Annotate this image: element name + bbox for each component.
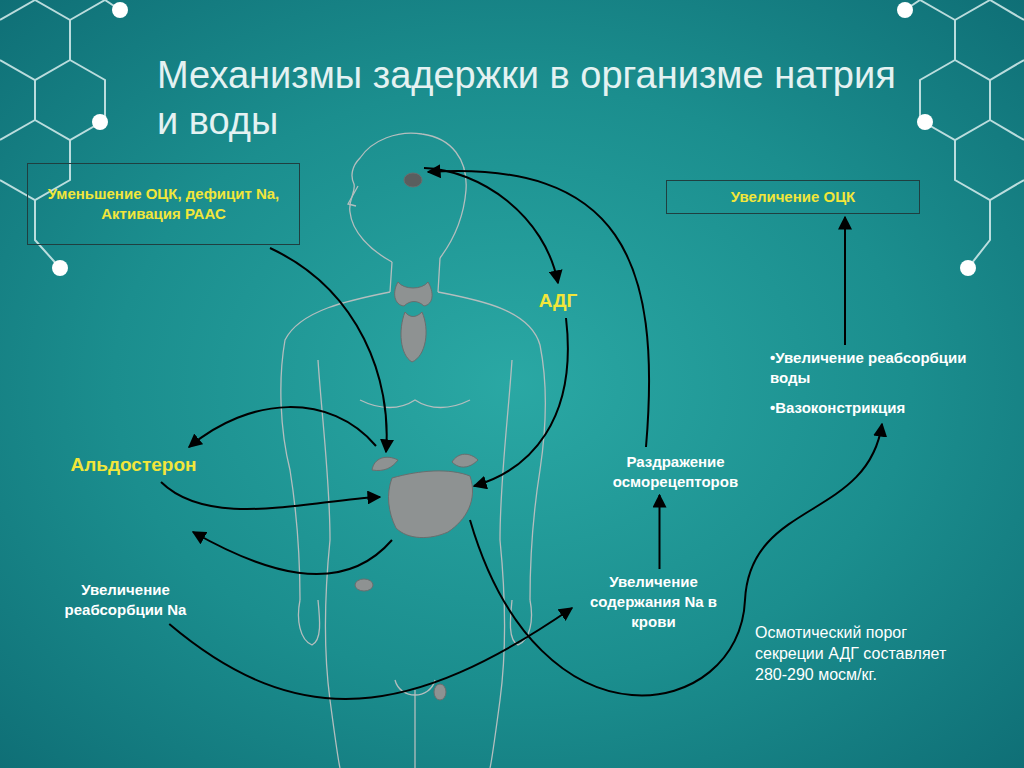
effect-list: •Увеличение реабсорбции воды •Вазоконстри… bbox=[770, 348, 975, 418]
pathway-arrow bbox=[474, 318, 568, 486]
hexagon-dot bbox=[52, 2, 976, 276]
pathway-arrow bbox=[161, 482, 380, 509]
body-outline bbox=[281, 133, 545, 768]
organ bbox=[355, 173, 478, 700]
adrenal-gland bbox=[452, 454, 478, 467]
organ bbox=[355, 579, 373, 591]
node-text: Уменьшение ОЦК, дефицит Na, Активация РА… bbox=[36, 184, 291, 224]
thymus bbox=[401, 312, 426, 362]
node-text: АДГ bbox=[526, 288, 590, 313]
pituitary-gland bbox=[404, 173, 422, 187]
pathway-arrow bbox=[193, 532, 392, 574]
process-label: Увеличение реабсорбции Na bbox=[38, 580, 213, 620]
node-text: Раздражение осморецепторов bbox=[588, 452, 763, 492]
note-text: Осмотический порог секреции АДГ составля… bbox=[755, 622, 980, 685]
pathway-arrow bbox=[424, 168, 558, 283]
testis bbox=[434, 684, 446, 700]
hormone-label: Альдостерон bbox=[56, 452, 211, 477]
cause-box: Уменьшение ОЦК, дефицит Na, Активация РА… bbox=[27, 163, 300, 245]
node-text: Альдостерон bbox=[56, 452, 211, 477]
slide-title: Механизмы задержки в организме натрия и … bbox=[157, 52, 897, 144]
result-box: Увеличение ОЦК bbox=[666, 180, 920, 214]
node-text: Увеличение ОЦК bbox=[675, 187, 911, 207]
process-label: Увеличение содержания Na в крови bbox=[576, 572, 731, 632]
pathway-arrow bbox=[169, 608, 572, 699]
hormone-label: АДГ bbox=[526, 288, 590, 313]
pathway-arrow bbox=[189, 407, 376, 447]
adrenal-gland bbox=[372, 457, 398, 470]
pathway-arrow bbox=[270, 248, 387, 452]
node-text: •Увеличение реабсорбции воды bbox=[770, 348, 975, 388]
hexagon-decor bbox=[0, 0, 1024, 268]
process-label: Раздражение осморецепторов bbox=[588, 452, 763, 492]
pathway-arrow bbox=[659, 495, 661, 569]
node-text: •Вазоконстрикция bbox=[770, 398, 975, 418]
kidney bbox=[389, 471, 473, 538]
pathway-arrow bbox=[428, 171, 649, 447]
thyroid-gland bbox=[395, 282, 432, 306]
node-text: Увеличение реабсорбции Na bbox=[38, 580, 213, 620]
node-text: Увеличение содержания Na в крови bbox=[576, 572, 731, 632]
pathway-arrow bbox=[844, 217, 846, 345]
